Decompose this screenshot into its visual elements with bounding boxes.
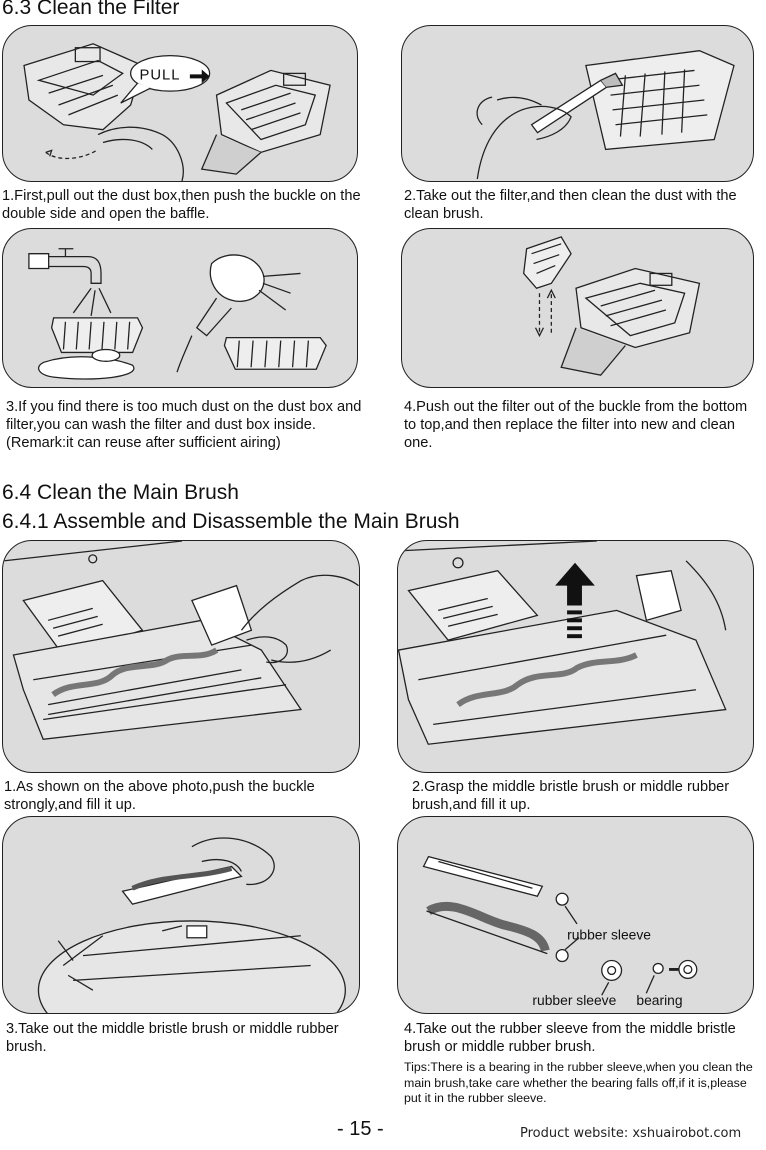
bearing-label: bearing <box>636 992 682 1008</box>
brush-step-2-illustration <box>397 540 754 773</box>
page-number: - 15 - <box>337 1118 384 1140</box>
section-title-6-3: 6.3 Clean the Filter <box>2 0 180 19</box>
rubber-sleeve-parts-drawing: rubber sleeve rubber sleeve bearing <box>422 855 698 1008</box>
brush-step-2-caption: 2.Grasp the middle bristle brush or midd… <box>412 779 730 813</box>
product-website: Product website: xshuairobot.com <box>520 1126 742 1141</box>
filter-step-1-illustration: PULL <box>2 25 358 182</box>
dust-box-pull-drawing: PULL <box>23 43 331 181</box>
filter-brush-drawing <box>476 50 735 180</box>
filter-step-4-caption: 4.Push out the filter out of the buckle … <box>404 399 748 451</box>
filter-step-4-illustration <box>401 228 754 388</box>
replace-filter-drawing <box>523 236 701 376</box>
filter-step-2-illustration <box>401 25 754 182</box>
brush-step-3-illustration <box>2 816 360 1014</box>
push-buckle-drawing <box>3 541 359 740</box>
filter-step-2-caption: 2.Take out the filter,and then clean the… <box>404 188 737 222</box>
filter-step-1-caption: 1.First,pull out the dust box,then push … <box>2 188 361 222</box>
brush-step-4-caption: 4.Take out the rubber sleeve from the mi… <box>404 1021 736 1055</box>
filter-step-3-illustration <box>2 228 358 388</box>
take-out-brush-drawing <box>37 837 346 1013</box>
rubber-sleeve-label-bottom: rubber sleeve <box>532 992 616 1008</box>
brush-step-3-caption: 3.Take out the middle bristle brush or m… <box>6 1021 339 1055</box>
lift-brush-drawing <box>398 541 727 745</box>
brush-step-1-caption: 1.As shown on the above photo,push the b… <box>4 779 315 813</box>
rubber-sleeve-label-top: rubber sleeve <box>567 927 651 943</box>
brush-step-4-illustration: rubber sleeve rubber sleeve bearing <box>397 816 754 1014</box>
filter-step-3-caption: 3.If you find there is too much dust on … <box>6 399 362 451</box>
brush-step-1-illustration <box>2 540 360 773</box>
pull-label: PULL <box>140 67 181 83</box>
section-title-6-4: 6.4 Clean the Main Brush <box>2 481 239 504</box>
brush-step-4-tips: Tips:There is a bearing in the rubber sl… <box>404 1060 753 1105</box>
wash-dry-drawing <box>28 248 327 380</box>
section-title-6-4-1: 6.4.1 Assemble and Disassemble the Main … <box>2 510 460 533</box>
